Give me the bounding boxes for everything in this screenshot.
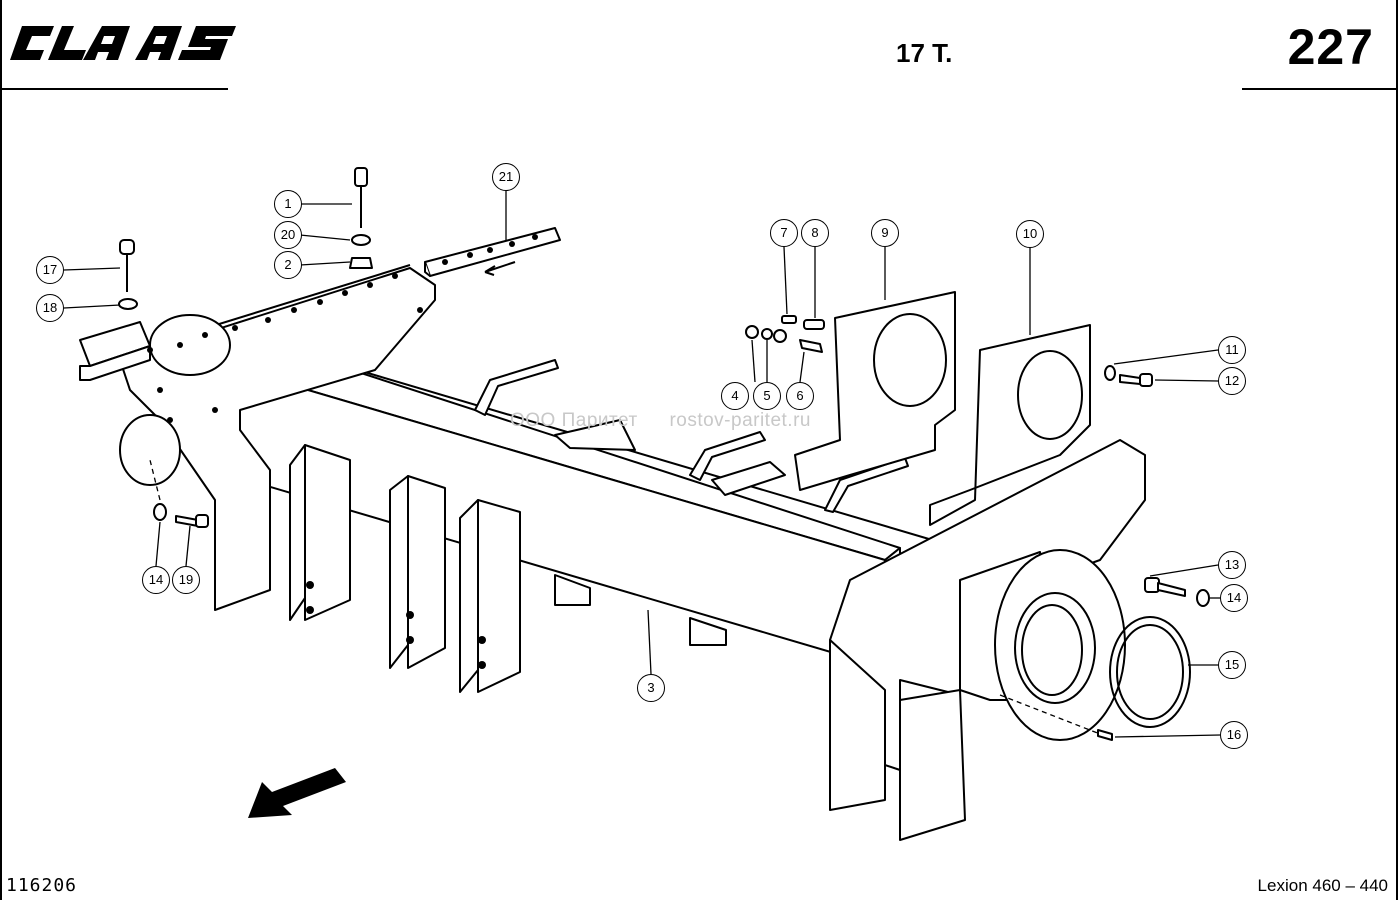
travel-direction-arrow-icon (248, 768, 346, 818)
callout-18[interactable]: 18 (36, 294, 64, 322)
left-side-frame (79, 264, 436, 611)
callout-4[interactable]: 4 (721, 382, 749, 410)
page-number: 227 (1287, 19, 1374, 75)
callout-2[interactable]: 2 (274, 251, 302, 279)
callout-6[interactable]: 6 (786, 382, 814, 410)
callout-9[interactable]: 9 (871, 219, 899, 247)
callout-19[interactable]: 19 (172, 566, 200, 594)
callout-16[interactable]: 16 (1220, 721, 1248, 749)
callout-1[interactable]: 1 (274, 190, 302, 218)
watermark-site: rostov-paritet.ru (669, 410, 811, 431)
beam-brackets (474, 359, 909, 513)
callout-8[interactable]: 8 (801, 219, 829, 247)
seal-ring-15 (1109, 616, 1191, 728)
callout-20[interactable]: 20 (274, 221, 302, 249)
header-rule-left (0, 88, 228, 90)
upper-beam-part-21 (424, 227, 561, 277)
document-number: 116206 (6, 875, 78, 896)
callout-7[interactable]: 7 (770, 219, 798, 247)
beam-hanging-plates (289, 444, 727, 693)
model-label: Lexion 460 – 440 (1257, 876, 1388, 895)
callout-17[interactable]: 17 (36, 256, 64, 284)
callout-12[interactable]: 12 (1218, 367, 1246, 395)
callout-14-left[interactable]: 14 (142, 566, 170, 594)
callout-3[interactable]: 3 (637, 674, 665, 702)
callout-14-right[interactable]: 14 (1220, 584, 1248, 612)
claas-logo (10, 26, 236, 60)
right-flange (994, 549, 1126, 741)
mount-plate-10 (929, 324, 1091, 526)
small-direction-arrow (484, 261, 516, 276)
left-frame-holes (147, 273, 423, 423)
mount-plate-9 (794, 291, 956, 491)
callout-13[interactable]: 13 (1218, 551, 1246, 579)
callout-15[interactable]: 15 (1218, 651, 1246, 679)
watermark-company: ООО Паритет (510, 410, 638, 431)
section-title: 17 T. (896, 38, 953, 68)
upper-beam-holes (442, 234, 538, 265)
callout-21[interactable]: 21 (492, 163, 520, 191)
watermark: ООО Паритет rostov-paritet.ru (510, 410, 811, 432)
fasteners (118, 167, 1210, 741)
header-rule-right (1242, 88, 1398, 90)
leader-lines (63, 189, 1221, 738)
callout-5[interactable]: 5 (753, 382, 781, 410)
callout-10[interactable]: 10 (1016, 220, 1044, 248)
callout-11[interactable]: 11 (1218, 336, 1246, 364)
